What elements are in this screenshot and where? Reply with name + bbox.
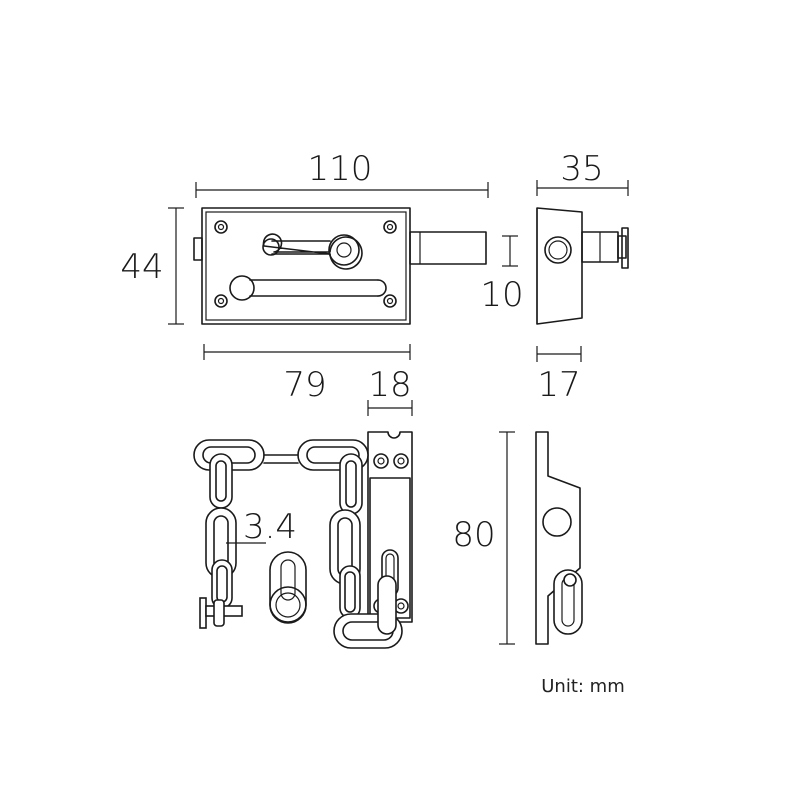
dim-3-4: 3.4 [243,507,297,547]
dim-17-top: 17 [537,365,580,405]
unit-label: Unit: mm [541,676,625,697]
dim-18: 18 [368,365,411,405]
dim-35: 35 [560,149,603,189]
chain-guard-front-view: 18 [193,365,413,649]
latch-side-view: 35 10 17 [480,149,629,405]
dim-10: 10 [480,275,523,315]
dim-79: 79 [283,365,326,405]
latch-front-view: 110 44 [120,149,489,405]
screw-icon [214,220,397,308]
chain-guard-side-view: 80 [452,431,583,645]
dim-44: 44 [120,247,163,287]
keyhole-receiver-icon [269,551,307,624]
dim-110: 110 [308,149,373,189]
dim-80: 80 [452,515,495,555]
